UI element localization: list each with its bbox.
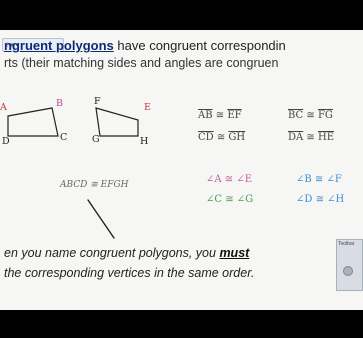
polygon-efgh <box>95 107 139 137</box>
pen-toolbar[interactable]: ⁝ ▾ ▪ <box>2 38 64 52</box>
tool-panel-title: Toolbar <box>338 241 355 247</box>
angle-pair-b-f: ∠B ≅ ∠F <box>296 174 342 185</box>
letterbox-top <box>0 0 363 30</box>
polygon-abcd <box>7 107 59 137</box>
vertex-label-f: F <box>94 96 101 107</box>
angle-pair-d-h: ∠D ≅ ∠H <box>296 194 345 205</box>
definition-line-2: rts (their matching sides and angles are… <box>4 56 279 70</box>
vertex-label-c: C <box>60 132 68 143</box>
vertex-label-a: A <box>0 102 7 113</box>
lesson-slide: ⁝ ▾ ▪ ngruent polygons have congruent co… <box>0 30 363 310</box>
congruence-statement: ABCD ≅ EFGH <box>60 180 129 190</box>
vertex-label-b: B <box>56 98 63 109</box>
tool-panel[interactable]: Toolbar <box>336 239 363 291</box>
polygon-figures <box>7 107 139 137</box>
emphasis-must: must <box>219 246 250 260</box>
vertex-label-g: G <box>92 134 100 145</box>
letterbox-bottom <box>0 310 363 338</box>
vertex-label-e: E <box>144 102 151 113</box>
side-pair-da-he: DA ≅ HE <box>288 132 335 143</box>
toolbar-label: ⁝ ▾ ▪ <box>6 42 19 49</box>
pointer-stroke <box>87 199 115 239</box>
tool-panel-button-icon[interactable] <box>343 266 353 276</box>
definition-text: have congruent correspondin <box>113 38 286 53</box>
side-pair-cd-gh: CD ≅ GH <box>198 132 246 143</box>
vertex-label-h: H <box>140 136 149 147</box>
rule-sentence-line-2: the corresponding vertices in the same o… <box>4 266 255 280</box>
vertex-label-d: D <box>2 136 10 147</box>
angle-pair-c-g: ∠C ≅ ∠G <box>206 194 254 205</box>
definition-term: ngruent polygons <box>4 38 114 53</box>
definition-line-1: ngruent polygons have congruent correspo… <box>4 38 286 53</box>
side-pair-ab-ef: AB ≅ EF <box>198 110 242 121</box>
angle-pair-a-e: ∠A ≅ ∠E <box>206 174 253 185</box>
rule-sentence-line-1: en you name congruent polygons, you must <box>4 246 250 260</box>
side-pair-bc-fg: BC ≅ FG <box>288 110 333 121</box>
